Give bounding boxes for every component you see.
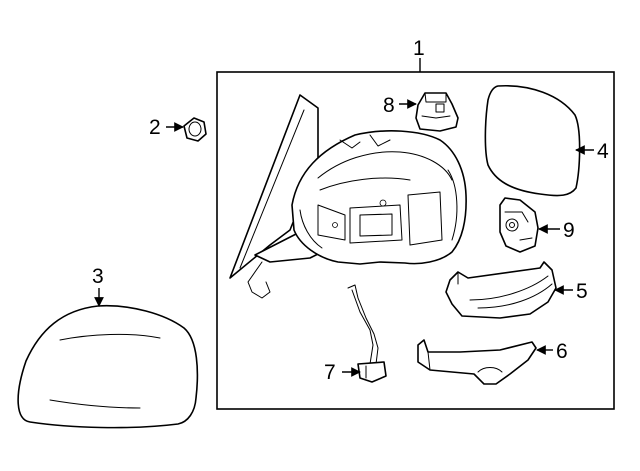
part-1-mirror-assembly (229, 94, 467, 299)
part-9-motor (499, 197, 539, 253)
callout-4: 4 (597, 140, 609, 163)
assembly-frame (216, 71, 615, 410)
part-4-mirror-glass (484, 84, 581, 197)
callout-2: 2 (149, 116, 161, 139)
part-3-cover (17, 304, 199, 429)
callout-8: 8 (383, 94, 395, 117)
part-7-harness (347, 284, 387, 383)
part-8-actuator (415, 92, 459, 132)
leader-lines (94, 58, 594, 377)
callout-3: 3 (92, 265, 104, 288)
callout-1: 1 (413, 37, 425, 60)
callout-6: 6 (556, 340, 568, 363)
callout-7: 7 (324, 361, 336, 384)
callout-9: 9 (563, 219, 575, 242)
part-5-turn-lamp (445, 261, 557, 319)
callout-5: 5 (576, 280, 588, 303)
part-2-grommet (183, 117, 207, 142)
part-6-lower-cover (417, 339, 537, 385)
